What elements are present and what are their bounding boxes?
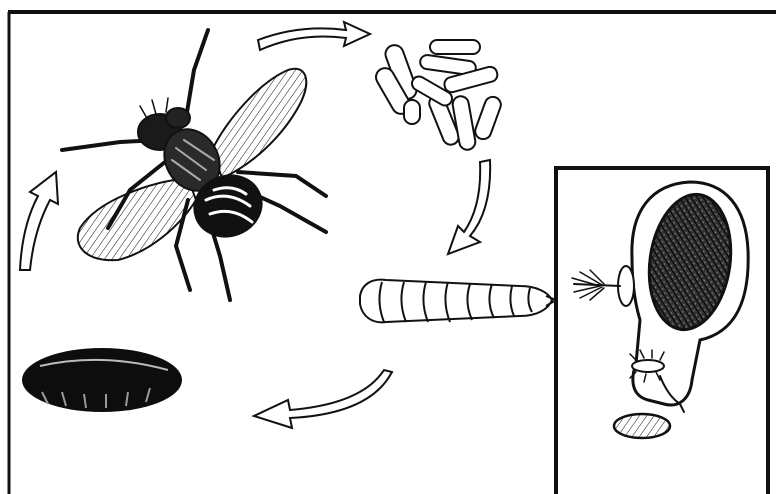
arrow-eggs-to-larva	[448, 160, 490, 254]
arrow-pupa-to-fly	[20, 172, 58, 270]
eggs-cluster-illustration	[373, 40, 503, 151]
arrow-fly-to-eggs	[258, 22, 370, 50]
fly-head-closeup-illustration	[572, 182, 748, 438]
arrow-larva-to-pupa	[254, 370, 392, 428]
fly-wing-right	[212, 69, 306, 178]
pupa-illustration	[22, 348, 182, 412]
maggot-larva-illustration	[360, 280, 556, 323]
labellum	[614, 414, 670, 438]
adult-fly-illustration	[62, 30, 326, 300]
